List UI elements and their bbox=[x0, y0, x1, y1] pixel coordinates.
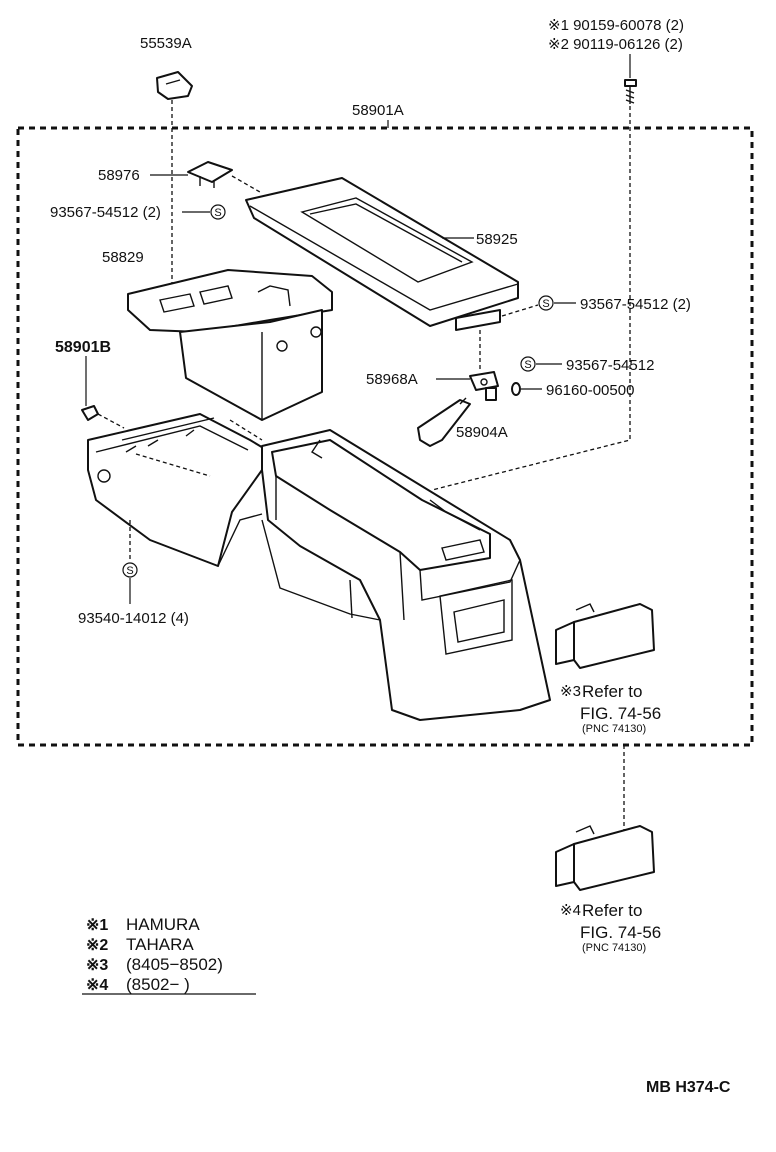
svg-text:S: S bbox=[214, 207, 221, 219]
label-58904a: 58904A bbox=[456, 424, 508, 441]
washer-96160[interactable] bbox=[511, 382, 521, 396]
mark-3: ※3 bbox=[560, 683, 581, 700]
ref3-line2: FIG. 74-56 bbox=[580, 704, 661, 723]
screw-symbol-left: S bbox=[210, 204, 226, 220]
ref4-line2: FIG. 74-56 bbox=[580, 923, 661, 942]
svg-text:S: S bbox=[126, 565, 133, 577]
screw-top-right[interactable] bbox=[624, 79, 637, 104]
legend-text-2: TAHARA bbox=[126, 935, 194, 954]
label-93567-single: 93567-54512 bbox=[566, 357, 654, 374]
label-93567-right: 93567-54512 (2) bbox=[580, 296, 691, 313]
clip-55539a[interactable] bbox=[156, 71, 193, 100]
leader-58976-lid bbox=[231, 175, 261, 193]
ashtray-3[interactable] bbox=[555, 603, 655, 669]
legend-text-1: HAMURA bbox=[126, 915, 200, 934]
leader-58901b-2 bbox=[97, 413, 125, 429]
leader-screw-drop bbox=[431, 106, 631, 491]
label-93567-left: 93567-54512 (2) bbox=[50, 204, 161, 221]
svg-text:S: S bbox=[524, 359, 531, 371]
stay-58904a[interactable] bbox=[417, 397, 471, 447]
screw-symbol-mid: S bbox=[520, 356, 536, 372]
console-body[interactable] bbox=[87, 413, 551, 721]
ref4-line1: Refer to bbox=[582, 901, 642, 920]
tray-58829[interactable] bbox=[127, 269, 333, 421]
legend-mark-1: ※1 bbox=[86, 917, 108, 934]
lid-58925[interactable] bbox=[245, 177, 519, 331]
assembly-frame bbox=[16, 126, 754, 747]
screw-symbol-bottom: S bbox=[122, 562, 138, 578]
mark-4: ※4 bbox=[560, 902, 581, 919]
hinge-58968a[interactable] bbox=[469, 371, 499, 401]
label-58976: 58976 bbox=[98, 167, 140, 184]
label-96160: 96160-00500 bbox=[546, 382, 634, 399]
ref3-line3: (PNC 74130) bbox=[582, 723, 646, 735]
label-58901a: 58901A bbox=[352, 102, 404, 119]
dash-align-2 bbox=[229, 419, 263, 441]
pin-58901b[interactable] bbox=[81, 405, 99, 421]
legend-text-3: (8405−8502) bbox=[126, 955, 223, 974]
label-screw-ref-1: ※1 90159-60078 (2) bbox=[548, 17, 684, 34]
dash-align-1 bbox=[135, 453, 211, 477]
legend-text-4: (8502− ) bbox=[126, 975, 190, 994]
label-55539a: 55539A bbox=[140, 35, 192, 52]
label-58925: 58925 bbox=[476, 231, 518, 248]
leader-93567-right-2 bbox=[501, 304, 539, 317]
ashtray-4[interactable] bbox=[555, 825, 655, 891]
label-58829: 58829 bbox=[102, 249, 144, 266]
label-58901b: 58901B bbox=[55, 339, 111, 356]
legend: ※1 HAMURA ※2 TAHARA ※3 (8405−8502) ※4 (8… bbox=[82, 915, 256, 995]
svg-text:S: S bbox=[542, 298, 549, 310]
label-93540: 93540-14012 (4) bbox=[78, 610, 189, 627]
screw-symbol-right: S bbox=[538, 295, 554, 311]
legend-mark-2: ※2 bbox=[86, 937, 108, 954]
legend-mark-3: ※3 bbox=[86, 957, 108, 974]
ref3-line1: Refer to bbox=[582, 682, 642, 701]
diagram-id: MB H374-C bbox=[646, 1079, 731, 1096]
label-58968a: 58968A bbox=[366, 371, 418, 388]
ref4-line3: (PNC 74130) bbox=[582, 942, 646, 954]
legend-mark-4: ※4 bbox=[86, 977, 108, 994]
label-screw-ref-2: ※2 90119-06126 (2) bbox=[548, 36, 683, 53]
bracket-58976[interactable] bbox=[187, 161, 233, 188]
